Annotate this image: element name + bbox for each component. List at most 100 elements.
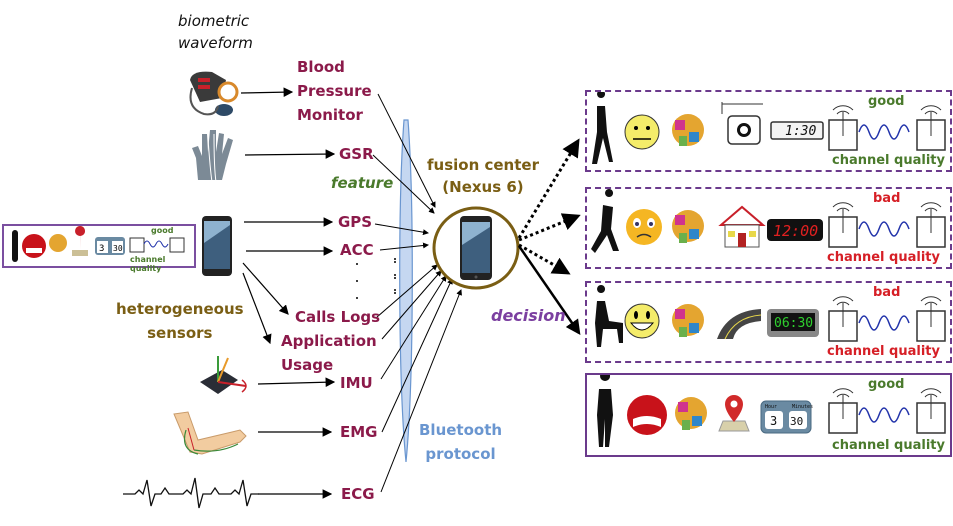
arrow-bp [240,87,294,97]
context-2-time: 12:00 [773,222,818,240]
decision-label: decision [491,306,566,325]
happy-face-icon [624,303,660,339]
fusion-center-label: fusion center(Nexus 6) [427,156,539,196]
puzzle-head-icon [672,304,704,336]
hour-label: Hour [765,404,777,410]
context-2-icons: 12:00 [591,189,946,253]
arrow-calls [242,262,289,315]
antenna-icon [129,237,145,253]
signal-wave [858,221,910,237]
smartphone-icon [460,216,492,280]
signal-wave [858,407,910,423]
lcd-clock-icon [770,121,824,140]
antenna-icon [169,237,185,253]
signal-wave [858,124,910,140]
restaurant-sign-icon [721,102,763,145]
context-4-hour: 3 [770,414,777,428]
context-1-icons: 1:30 [592,92,946,164]
angry-face-icon [22,234,46,258]
mini-context-box: 3 30 good channel quality [2,224,196,273]
link-bp [377,93,436,208]
context-box-3: 06:30 bad channel quality [585,281,952,363]
arm-electrodes-icon [173,411,247,455]
ecg-label: ECG [341,485,375,503]
hour-minute-clock-icon: 3 30 Hour Minutes [760,400,813,434]
imu-label: IMU [340,374,373,392]
angry-face-icon [627,395,667,435]
minutes-label: Minutes [792,404,813,410]
emg-label: EMG [340,423,378,441]
context-box-1: 1:30 good channel quality [585,90,952,172]
smartphone-icon [202,216,232,276]
link-imu [380,275,447,380]
blood-pressure-monitor-icon [189,71,239,116]
neutral-face-icon [624,114,660,150]
gsr-label: GSR [339,145,374,163]
mini-min: 30 [113,244,123,253]
standing-person-icon [597,375,613,447]
context-4-quality: good [868,377,905,392]
arrow-app [242,272,272,345]
imu-chip-icon [200,356,247,394]
puzzle-head-icon [672,210,704,242]
context-2-quality: bad [873,191,901,206]
context-4-icons: 3 30 Hour Minutes [597,375,946,447]
decision-arrow-2 [518,213,581,242]
walking-person-icon [592,92,613,164]
arrow-gsr [244,149,336,159]
link-gps [374,223,429,236]
context-3-quality-label: channel quality [827,344,940,359]
road-icon [717,309,761,339]
feature-label: feature [331,174,394,192]
signal-wave [858,315,910,331]
context-4-quality-label: channel quality [832,438,945,453]
context-1-quality: good [868,94,905,109]
arrow-imu [257,377,336,388]
context-box-2: 12:00 bad channel quality [585,187,952,269]
ellipsis-dots [356,258,396,299]
ecg-waveform-icon [123,477,259,509]
person-icon [12,230,18,262]
link-emg [381,278,453,433]
acc-label: ACC [340,241,374,259]
decision-arrow-4 [517,245,581,336]
context-3-quality: bad [873,285,901,300]
link-gsr [372,154,435,214]
mini-quality-label: channel quality [130,255,166,273]
bluetooth-band [399,119,413,463]
link-acc [379,242,429,251]
mini-hour: 3 [99,244,104,254]
decision-arrow-1 [517,138,580,239]
context-1-time: 1:30 [785,124,816,139]
puzzle-head-icon [675,397,707,429]
context-3-time: 06:30 [774,316,813,331]
sitting-person-icon [595,285,623,347]
link-ecg [380,289,462,493]
context-1-quality-label: channel quality [832,153,945,168]
mini-context-icons: 3 30 [12,226,185,262]
puzzle-head-icon [49,234,67,252]
led-clock-icon [767,219,823,241]
map-pin-icon [75,226,86,250]
link-app [381,270,442,340]
running-person-icon [591,189,619,253]
context-4-minutes: 30 [790,415,803,428]
decision-arrow-3 [518,243,571,275]
mini-quality: good [151,226,174,235]
context-2-quality-label: channel quality [827,250,940,265]
calls-logs-label: Calls Logs [295,308,381,326]
gps-label: GPS [338,213,373,231]
map-pin-icon [718,395,750,432]
sad-face-icon [626,209,662,245]
hand-electrodes-icon [192,130,233,183]
context-box-4: 3 30 Hour Minutes good channel quality [585,373,952,457]
context-3-icons: 06:30 [595,285,946,347]
link-calls [376,264,438,318]
